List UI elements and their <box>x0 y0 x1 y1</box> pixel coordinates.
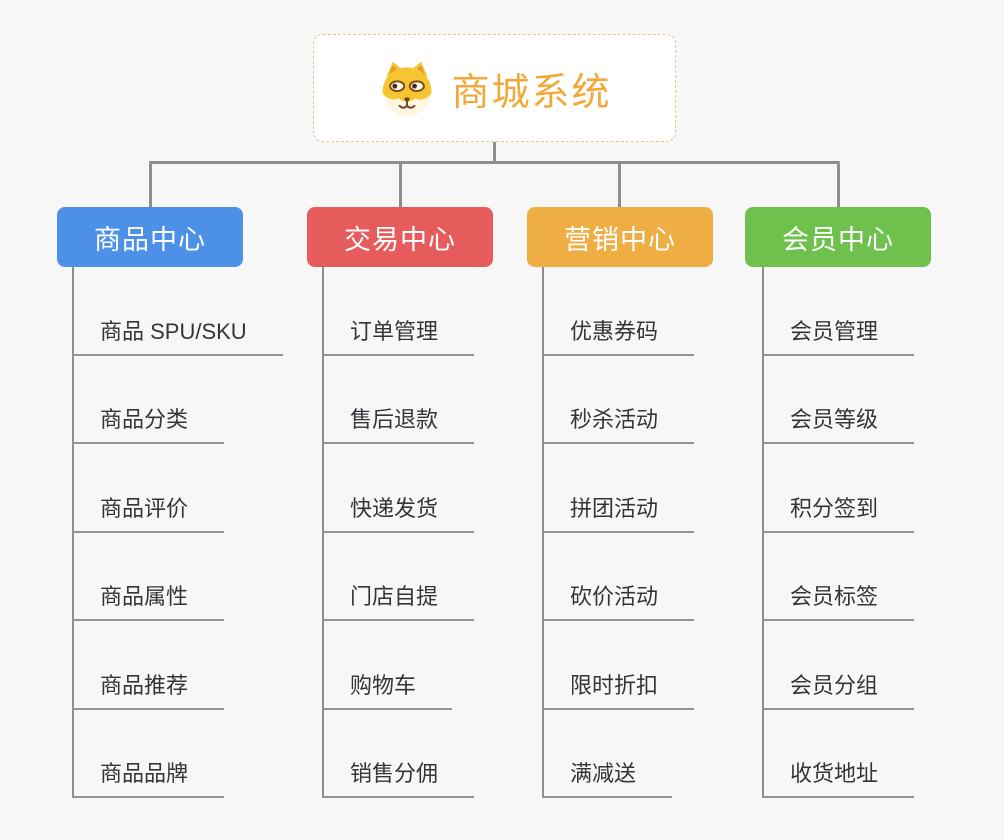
branch-node-member[interactable]: 会员中心 <box>745 207 931 267</box>
branch-node-marketing[interactable]: 营销中心 <box>527 207 713 267</box>
child-node[interactable]: 销售分佣 <box>322 710 475 798</box>
child-node[interactable]: 拼团活动 <box>542 444 695 533</box>
child-node[interactable]: 商品评价 <box>72 444 225 533</box>
child-node[interactable]: 满减送 <box>542 710 673 798</box>
branch-children-trade: 订单管理 售后退款 快递发货 门店自提 购物车 销售分佣 <box>322 267 475 798</box>
connector-drop-product <box>149 164 152 207</box>
child-node[interactable]: 门店自提 <box>322 533 475 621</box>
root-title: 商城系统 <box>451 71 612 114</box>
connector-root-stub <box>493 142 496 164</box>
child-node[interactable]: 商品品牌 <box>72 710 225 798</box>
child-node[interactable]: 积分签到 <box>762 444 915 533</box>
child-node[interactable]: 会员等级 <box>762 356 915 444</box>
child-node[interactable]: 收货地址 <box>762 710 915 798</box>
child-node[interactable]: 订单管理 <box>322 267 475 356</box>
connector-drop-marketing <box>618 164 621 207</box>
child-node[interactable]: 售后退款 <box>322 356 475 444</box>
child-node[interactable]: 限时折扣 <box>542 621 695 710</box>
branch-node-product[interactable]: 商品中心 <box>57 207 243 267</box>
child-node[interactable]: 快递发货 <box>322 444 475 533</box>
branch-node-trade[interactable]: 交易中心 <box>307 207 493 267</box>
child-node[interactable]: 优惠券码 <box>542 267 695 356</box>
root-node[interactable]: 商城系统 <box>313 34 676 142</box>
branch-label: 交易中心 <box>344 224 456 255</box>
connector-trunk-trade <box>322 267 324 798</box>
connector-drop-member <box>837 164 840 207</box>
child-node[interactable]: 商品推荐 <box>72 621 225 710</box>
child-node[interactable]: 商品 SPU/SKU <box>72 267 283 356</box>
shiba-dog-icon <box>383 61 432 117</box>
child-node[interactable]: 商品分类 <box>72 356 225 444</box>
branch-children-product: 商品 SPU/SKU 商品分类 商品评价 商品属性 商品推荐 商品品牌 <box>72 267 283 798</box>
child-node[interactable]: 购物车 <box>322 621 453 710</box>
connector-trunk-product <box>72 267 74 798</box>
child-node[interactable]: 会员管理 <box>762 267 915 356</box>
child-node[interactable]: 砍价活动 <box>542 533 695 621</box>
child-node[interactable]: 会员分组 <box>762 621 915 710</box>
branch-label: 商品中心 <box>94 224 206 255</box>
connector-trunk-member <box>762 267 764 798</box>
child-node[interactable]: 会员标签 <box>762 533 915 621</box>
branch-label: 营销中心 <box>564 224 676 255</box>
branch-children-member: 会员管理 会员等级 积分签到 会员标签 会员分组 收货地址 <box>762 267 915 798</box>
branch-children-marketing: 优惠券码 秒杀活动 拼团活动 砍价活动 限时折扣 满减送 <box>542 267 695 798</box>
connector-drop-trade <box>399 164 402 207</box>
connector-trunk-marketing <box>542 267 544 798</box>
child-node[interactable]: 商品属性 <box>72 533 225 621</box>
branch-label: 会员中心 <box>782 224 894 255</box>
connector-bus <box>149 161 840 164</box>
child-node[interactable]: 秒杀活动 <box>542 356 695 444</box>
